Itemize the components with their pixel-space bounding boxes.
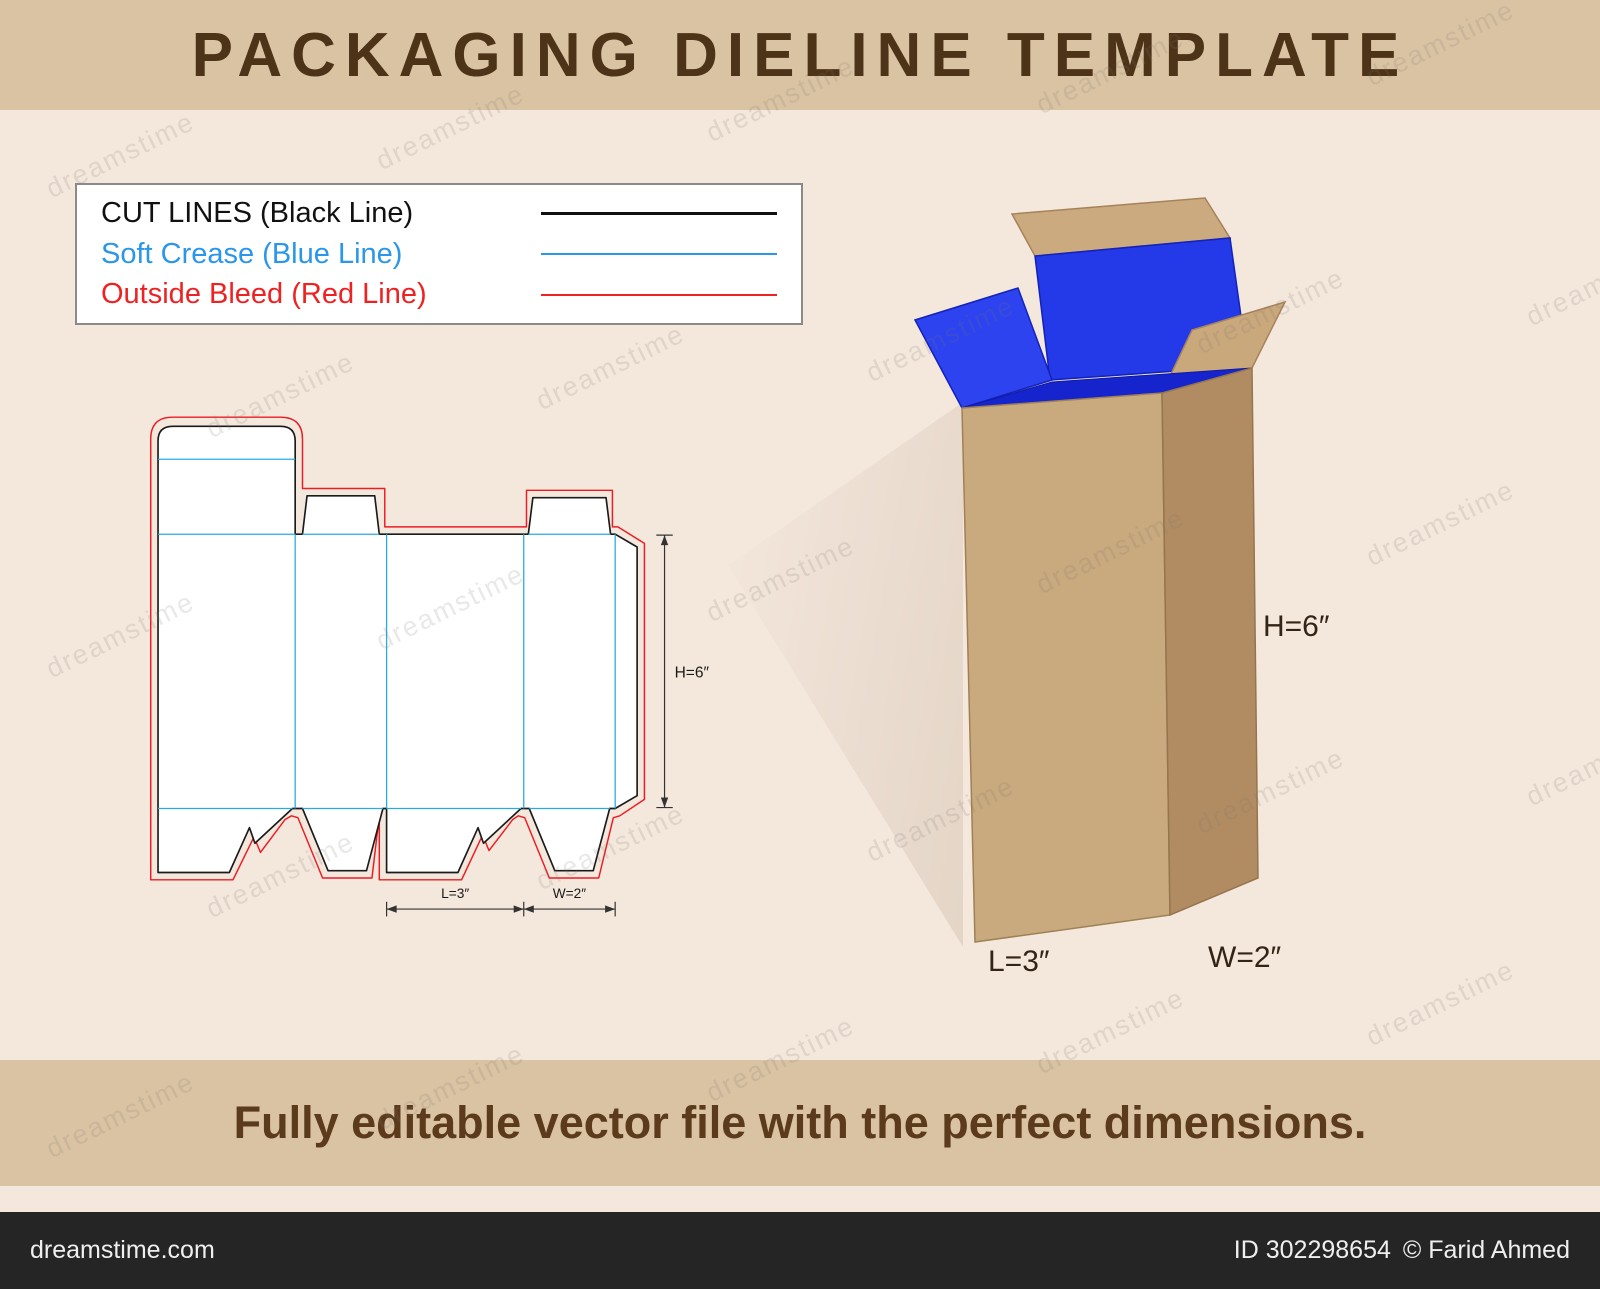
cut-line-sample: [541, 212, 777, 215]
top-banner: PACKAGING DIELINE TEMPLATE: [0, 0, 1600, 110]
crease-lines: [158, 458, 616, 810]
dieline-height-dimension: [656, 534, 673, 809]
watermark-text: dreamstime: [1521, 234, 1600, 332]
dieline-width-label: W=2″: [553, 886, 587, 901]
legend-label-bleed: Outside Bleed (Red Line): [101, 278, 427, 310]
box-left-inner-flap: [913, 287, 1053, 409]
dieline-height-label: H=6″: [675, 665, 710, 682]
bleed-line-sample: [541, 293, 777, 296]
bottom-strip: Fully editable vector file with the perf…: [0, 1060, 1600, 1186]
legend-label-crease: Soft Crease (Blue Line): [101, 237, 403, 270]
footer-author: © Farid Ahmed: [1402, 1236, 1570, 1264]
box-front-face: [961, 392, 1171, 943]
footer-site: dreamstime.com: [30, 1236, 215, 1264]
crease-line-sample: [541, 253, 777, 255]
box-3d-render: [913, 197, 1287, 943]
page-title: PACKAGING DIELINE TEMPLATE: [191, 20, 1409, 90]
box-height-label: H=6″: [1263, 610, 1330, 643]
legend-box: CUT LINES (Black Line) Soft Crease (Blue…: [75, 183, 803, 325]
bottom-strip-text: Fully editable vector file with the perf…: [233, 1097, 1367, 1148]
dieline-length-label: L=3″: [441, 886, 469, 901]
legend-row-cut: CUT LINES (Black Line): [101, 197, 777, 230]
watermark-text: dreamstime: [1521, 714, 1600, 812]
footer-credit-group: ID 302298654 © Farid Ahmed: [1234, 1236, 1570, 1265]
dieline-lw-dimension: [386, 901, 616, 917]
cut-outline: [157, 425, 638, 874]
box-length-label: L=3″: [988, 945, 1050, 978]
footer-bar: dreamstime.com ID 302298654 © Farid Ahme…: [0, 1212, 1600, 1289]
box-side-face: [1161, 367, 1259, 917]
footer-image-id: ID 302298654: [1233, 1236, 1391, 1264]
legend-row-bleed: Outside Bleed (Red Line): [101, 278, 777, 311]
bleed-outline: [149, 416, 646, 881]
dieline-drawing: H=6″ L=3″ W=2″: [149, 416, 710, 917]
legend-row-crease: Soft Crease (Blue Line): [101, 238, 777, 271]
watermark-text: dreamstime: [531, 318, 690, 416]
box-width-label: W=2″: [1208, 941, 1282, 974]
legend-label-cut: CUT LINES (Black Line): [101, 197, 414, 229]
